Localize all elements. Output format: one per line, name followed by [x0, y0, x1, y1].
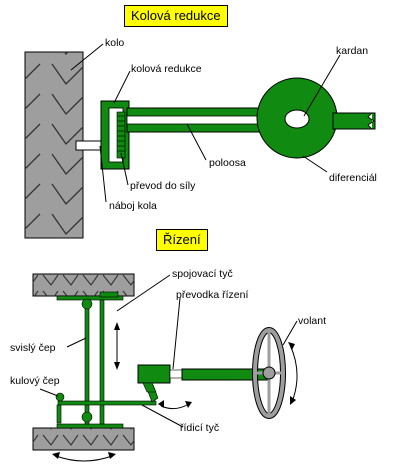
leader-lines-top [70, 43, 341, 203]
label-drag-link: řídicí tyč [180, 422, 220, 434]
leader-lines-bottom [39, 274, 298, 428]
upper-wheel [32, 273, 135, 301]
label-wheel-reduction: kolová redukce [131, 63, 202, 75]
label-half-shaft: poloosa [209, 157, 246, 169]
label-steering-box: převodka řízení [176, 289, 249, 301]
label-steering-wheel: volant [298, 315, 327, 327]
wheel-reduction-housing [100, 100, 130, 170]
title-wheel-reduction: Kolová redukce [124, 5, 228, 27]
lower-wheel [32, 423, 135, 451]
label-ball-joint: kulový čep [10, 375, 60, 387]
steering-linkage [55, 291, 159, 425]
label-reduction-gear: převod do síly [130, 180, 196, 192]
label-cardan: kardan [336, 45, 369, 57]
wheel-tyre [24, 51, 84, 239]
differential [256, 77, 338, 159]
half-shaft [126, 107, 276, 133]
reduction-gear [116, 111, 126, 159]
steering-wheel [252, 327, 286, 419]
label-kingpin: svislý čep [10, 342, 56, 354]
cardan-shaft [332, 112, 376, 130]
title-steering: Řízení [156, 229, 208, 251]
motion-arrows [52, 322, 298, 462]
label-tie-rod: spojovací tyč [172, 268, 233, 280]
label-wheel: kolo [105, 37, 125, 49]
label-wheel-hub: náboj kola [109, 200, 157, 212]
steering-box [137, 364, 183, 393]
label-differential: diferenciál [329, 172, 377, 184]
